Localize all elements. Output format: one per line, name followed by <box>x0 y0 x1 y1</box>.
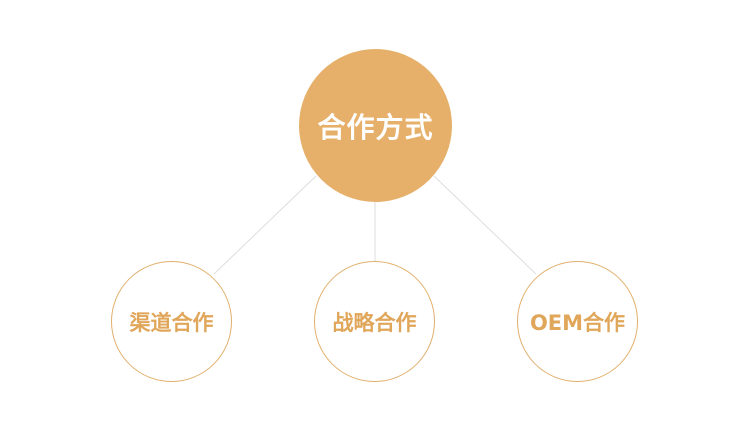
connector-line-left <box>213 175 317 275</box>
child-node-strategic: 战略合作 <box>314 261 435 382</box>
center-node: 合作方式 <box>299 49 452 202</box>
connector-line-right <box>433 175 537 275</box>
child-node-label: 渠道合作 <box>129 310 214 335</box>
child-node-label: 战略合作 <box>332 310 417 335</box>
center-node-label: 合作方式 <box>317 110 434 144</box>
child-node-label: OEM合作 <box>529 310 626 335</box>
child-node-oem: OEM合作 <box>517 261 638 382</box>
child-node-channel: 渠道合作 <box>111 261 232 382</box>
